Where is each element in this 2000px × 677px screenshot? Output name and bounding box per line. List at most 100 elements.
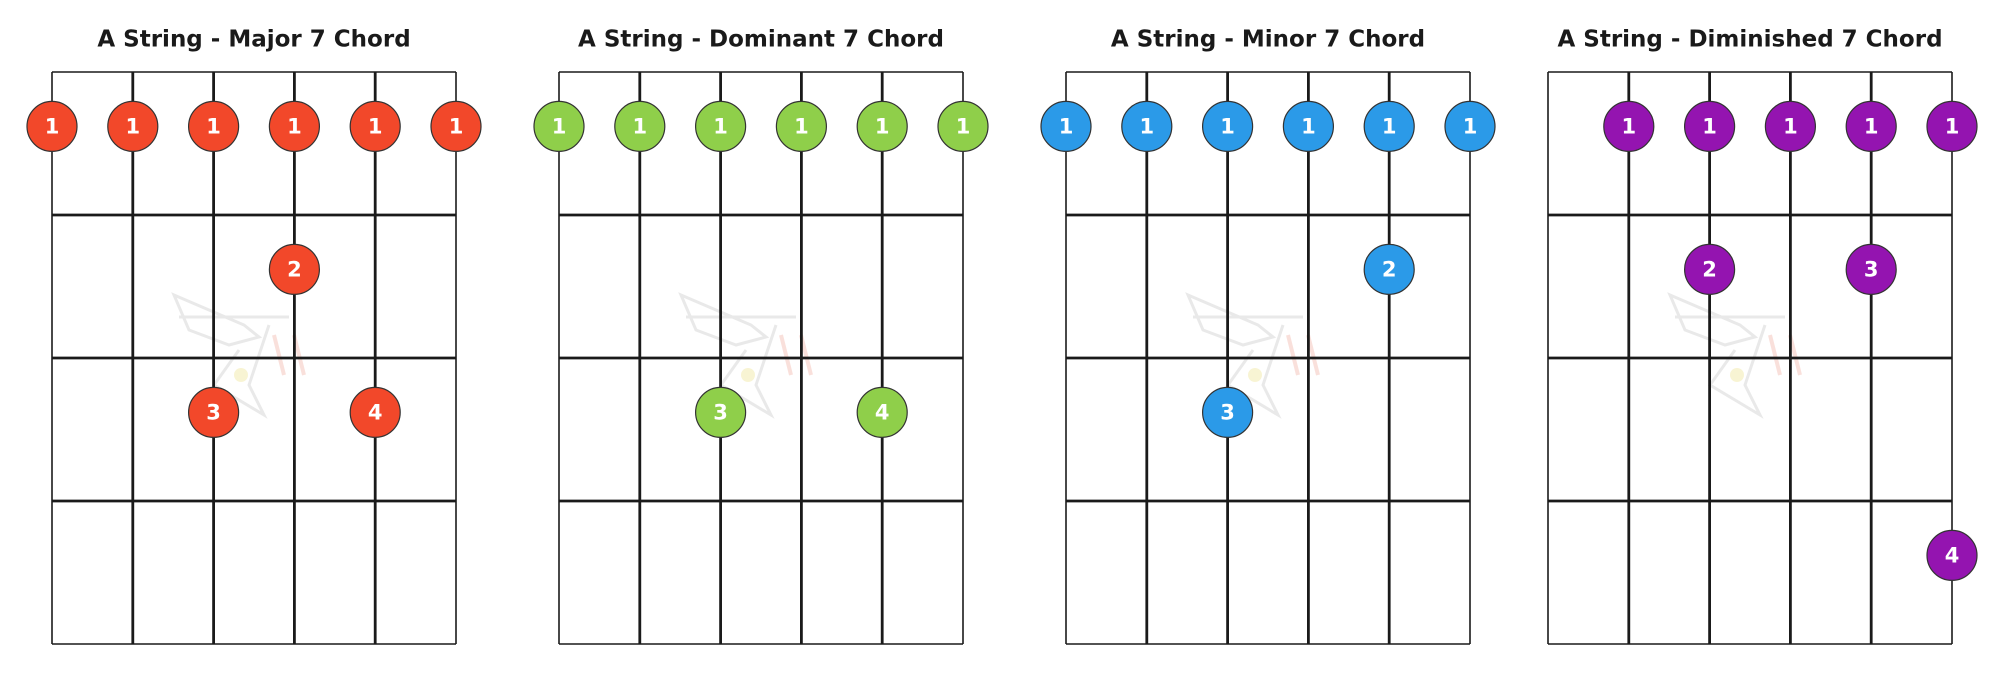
finger-dot: 3 xyxy=(1201,386,1254,438)
finger-dot-circle xyxy=(856,100,908,152)
finger-dot-circle xyxy=(268,243,320,295)
finger-dot: 1 xyxy=(614,100,666,152)
finger-dot-circle xyxy=(430,100,482,152)
finger-dot-circle xyxy=(1845,100,1897,152)
finger-number: 1 xyxy=(287,114,302,138)
finger-number: 1 xyxy=(449,114,464,138)
finger-number: 1 xyxy=(1945,114,1960,138)
finger-number: 1 xyxy=(552,114,567,138)
finger-number: 2 xyxy=(1382,257,1397,281)
finger-dot: 1 xyxy=(1121,100,1173,152)
chord-title: A String - Dominant 7 Chord xyxy=(578,27,944,53)
finger-dot: 1 xyxy=(349,100,401,152)
finger-dot: 1 xyxy=(107,100,159,152)
finger-number: 1 xyxy=(45,114,60,138)
finger-dot-circle xyxy=(107,100,159,152)
chord-title: A String - Major 7 Chord xyxy=(97,27,410,53)
finger-number: 3 xyxy=(1220,400,1235,424)
finger-number: 1 xyxy=(1220,114,1235,138)
finger-dot: 1 xyxy=(937,100,989,152)
finger-dot-circle xyxy=(1683,243,1736,295)
finger-dot: 1 xyxy=(1363,100,1415,152)
finger-dot: 3 xyxy=(694,386,747,438)
finger-dot-circle xyxy=(856,386,908,438)
finger-dot-circle xyxy=(188,100,240,152)
finger-dot: 1 xyxy=(26,100,78,152)
finger-number: 3 xyxy=(206,400,221,424)
finger-dot: 1 xyxy=(1683,100,1736,152)
finger-dot: 3 xyxy=(1845,243,1897,295)
finger-dot-circle xyxy=(937,100,989,152)
finger-number: 1 xyxy=(1702,114,1717,138)
finger-dot-circle xyxy=(26,100,78,152)
finger-dot-circle xyxy=(1845,243,1897,295)
finger-dot: 1 xyxy=(533,100,585,152)
finger-dot: 1 xyxy=(694,100,747,152)
finger-dot-circle xyxy=(188,386,240,438)
finger-dot: 4 xyxy=(856,386,908,438)
finger-dot: 1 xyxy=(1845,100,1897,152)
finger-dot-circle xyxy=(1926,529,1978,581)
finger-dot-circle xyxy=(694,386,747,438)
chord-diagram-2: A String - Dominant 7 Chord 1 1 1 1 1 1 3 4 xyxy=(533,27,989,645)
finger-number: 3 xyxy=(713,400,728,424)
guitar-watermark-icon xyxy=(171,292,306,419)
finger-number: 1 xyxy=(713,114,728,138)
chord-title: A String - Minor 7 Chord xyxy=(1111,27,1425,53)
finger-number: 1 xyxy=(125,114,140,138)
finger-number: 1 xyxy=(956,114,971,138)
finger-dot: 1 xyxy=(1764,100,1817,152)
finger-dot: 1 xyxy=(856,100,908,152)
finger-dot-circle xyxy=(1683,100,1736,152)
finger-number: 1 xyxy=(1139,114,1154,138)
finger-dot-circle xyxy=(1926,100,1978,152)
finger-dot: 1 xyxy=(1040,100,1092,152)
finger-dot-circle xyxy=(1201,100,1254,152)
guitar-watermark-icon xyxy=(678,292,813,419)
finger-dot: 1 xyxy=(430,100,482,152)
finger-number: 4 xyxy=(368,400,383,424)
guitar-watermark-icon xyxy=(1667,292,1802,419)
finger-dot-circle xyxy=(268,100,320,152)
finger-dot-circle xyxy=(694,100,747,152)
finger-number: 1 xyxy=(794,114,809,138)
finger-dot: 1 xyxy=(188,100,240,152)
finger-number: 2 xyxy=(287,257,302,281)
finger-dot-circle xyxy=(1121,100,1173,152)
finger-dot: 2 xyxy=(1683,243,1736,295)
finger-dot: 2 xyxy=(1363,243,1415,295)
finger-number: 1 xyxy=(368,114,383,138)
finger-number: 1 xyxy=(1621,114,1636,138)
finger-number: 1 xyxy=(206,114,221,138)
finger-dot-circle xyxy=(1363,100,1415,152)
finger-dot: 1 xyxy=(1282,100,1335,152)
finger-number: 4 xyxy=(1945,543,1960,567)
finger-dot: 1 xyxy=(1926,100,1978,152)
finger-dot: 1 xyxy=(1603,100,1655,152)
finger-dot: 3 xyxy=(188,386,240,438)
finger-dot: 4 xyxy=(1926,529,1978,581)
finger-dot-circle xyxy=(533,100,585,152)
finger-dot-circle xyxy=(614,100,666,152)
chord-diagram-3: A String - Minor 7 Chord 1 1 1 1 1 1 2 3 xyxy=(1040,27,1496,645)
finger-dot: 1 xyxy=(775,100,828,152)
finger-dot-circle xyxy=(349,100,401,152)
finger-number: 1 xyxy=(1059,114,1074,138)
finger-number: 1 xyxy=(1864,114,1879,138)
finger-dot-circle xyxy=(1282,100,1335,152)
finger-number: 2 xyxy=(1702,257,1717,281)
chord-diagram-1: A String - Major 7 Chord 1 1 1 1 1 1 2 3 4 xyxy=(26,27,482,645)
finger-dot: 1 xyxy=(1201,100,1254,152)
finger-dot: 1 xyxy=(1444,100,1496,152)
finger-number: 1 xyxy=(1301,114,1316,138)
finger-dot: 2 xyxy=(268,243,320,295)
finger-number: 4 xyxy=(875,400,890,424)
finger-dot-circle xyxy=(349,386,401,438)
finger-dot: 1 xyxy=(268,100,320,152)
chord-title: A String - Diminished 7 Chord xyxy=(1557,27,1942,53)
finger-dot-circle xyxy=(1201,386,1254,438)
finger-number: 1 xyxy=(1382,114,1397,138)
finger-dot-circle xyxy=(1764,100,1817,152)
